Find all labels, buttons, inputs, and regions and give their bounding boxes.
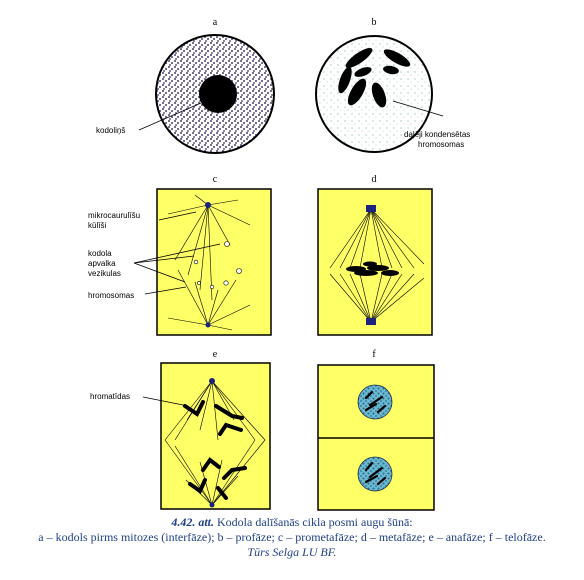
figure-number: 4.42. att. [171,515,215,529]
daughter-nucleus-top [357,384,393,420]
annotation-lines-c [133,211,221,295]
caption-credit: Tūrs Selga LU BF. [247,545,337,559]
label-vesicles-2: apvalka [88,259,116,268]
panel-a-letter: a [213,17,218,28]
spindle-d [329,208,425,323]
panel-d-letter: d [372,174,377,185]
spindle-pole-bottom-d [366,318,376,325]
panel-a: a kodoliņš [96,17,275,154]
condensed-chromosomes [338,47,411,108]
label-microtubules-1: mikrocaurulīšu [88,211,140,220]
panel-d: d [317,174,433,336]
panel-c-letter: c [213,174,218,185]
label-nucleolus: kodoliņš [96,126,125,135]
spindle-pole-top-c [205,202,211,208]
nucleolus [199,75,237,113]
chromosome-pointer [392,100,444,117]
label-chromosomes-c: hromosomas [88,291,134,300]
vesicles [193,241,242,290]
spindle-pole-bottom-e [209,502,215,508]
caption-legend: a – kodols pirms mitozes (interfāze); b … [38,530,546,544]
label-chromosomes-b-1: daļēji kondensētas [404,130,470,139]
metaphase-plate [346,261,399,276]
panel-b: b daļēji kondensētas hromosomas [315,17,470,153]
label-microtubules-2: kūlīši [88,221,106,230]
daughter-nucleus-bottom [357,456,393,492]
label-chromatids: hromatīdas [90,392,130,401]
label-vesicles-3: vezikulas [88,269,121,278]
figure-caption: 4.42. att. Kodola dalīšanās cikla posmi … [0,515,584,560]
spindle-pole-top-d [366,205,376,212]
panel-c: c [88,174,272,336]
panel-e-letter: e [213,349,218,360]
caption-title: Kodola dalīšanās cikla posmi augu šūnā: [217,515,413,529]
label-chromosomes-b-2: hromosomas [418,140,464,149]
spindle-pole-bottom-c [205,322,211,328]
spindle-pole-top-e [209,378,215,384]
chromatids [183,400,247,500]
panel-e: e [90,349,271,510]
label-vesicles-1: kodola [88,249,112,258]
panel-f-letter: f [372,349,376,360]
nucleolus-pointer [138,102,202,131]
caption-title-line: 4.42. att. Kodola dalīšanās cikla posmi … [0,515,584,530]
cell-c [156,188,272,336]
chromatid-pointer [142,396,189,407]
panel-f: f [317,349,435,511]
panel-b-letter: b [372,17,377,28]
